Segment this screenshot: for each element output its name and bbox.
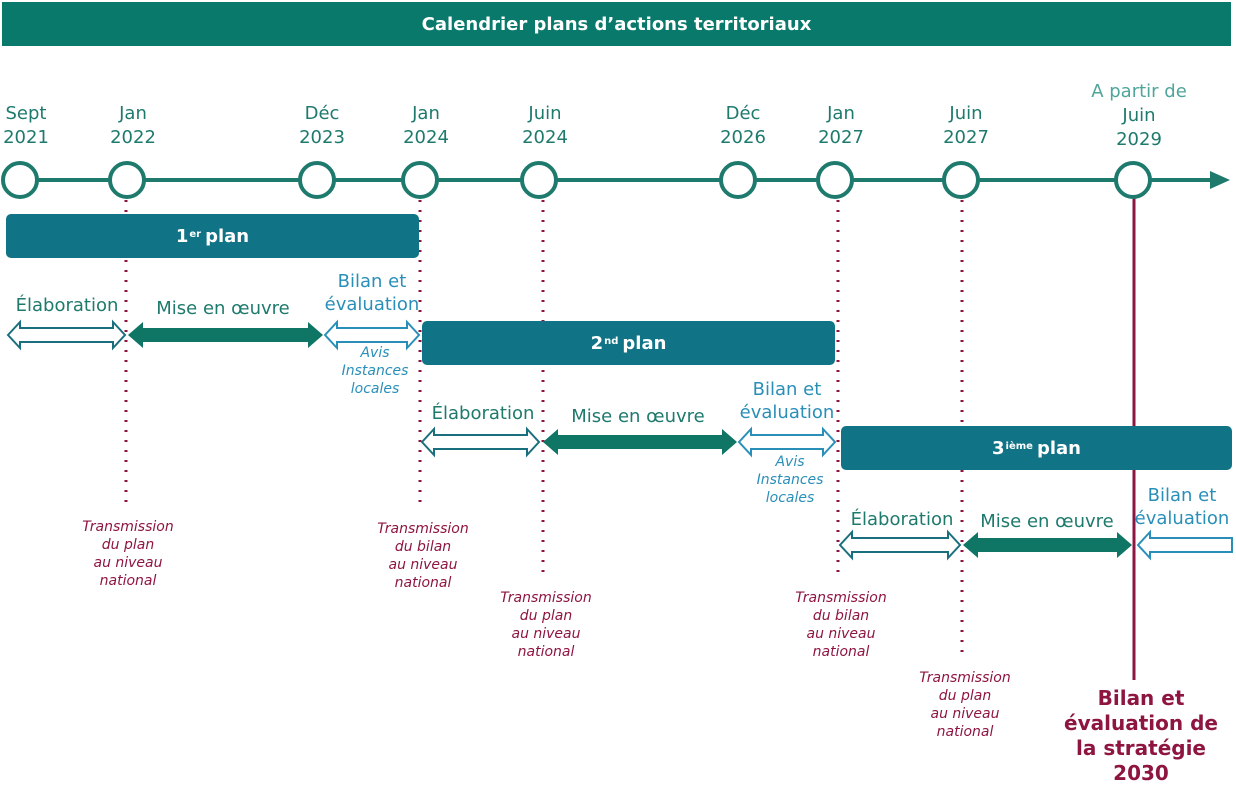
- date-jan-2027: Jan 2027: [818, 103, 864, 148]
- date-jan-2022: Jan 2022: [110, 103, 156, 148]
- label-elaboration-plan1: Élaboration: [15, 295, 119, 316]
- node-juin-2027: [942, 161, 980, 199]
- label-mise-en-oeuvre-plan3: Mise en œuvre: [980, 511, 1114, 532]
- date-dec-2023: Déc 2023: [299, 103, 345, 148]
- arrow-bilan-plan3: [1136, 529, 1233, 561]
- arrow-elaboration-plan3: [838, 529, 962, 561]
- transmission-plan3-note: Transmission du plan au niveau national: [919, 670, 1011, 740]
- node-jan-2022: [108, 161, 146, 199]
- transmission-plan2-note: Transmission du plan au niveau national: [500, 590, 592, 660]
- arrow-mise-en-oeuvre-plan1: [128, 322, 323, 348]
- label-elaboration-plan3: Élaboration: [850, 509, 954, 530]
- label-elaboration-plan2: Élaboration: [431, 403, 535, 424]
- final-strategy-evaluation: Bilan et évaluation de la stratégie 2030: [1064, 686, 1218, 785]
- arrow-elaboration-plan2: [420, 426, 541, 458]
- date-jan-2024: Jan 2024: [403, 103, 449, 148]
- arrow-mise-en-oeuvre-plan3: [963, 532, 1132, 558]
- avis-instances-plan2: Avis Instances locales: [756, 454, 824, 506]
- timeline-arrowhead: [1210, 171, 1230, 189]
- label-bilan-plan3: Bilan et évaluation: [1134, 485, 1230, 529]
- label-bilan-plan1: Bilan et évaluation: [324, 271, 420, 315]
- node-jan-2027: [816, 161, 854, 199]
- date-dec-2026: Déc 2026: [720, 103, 766, 148]
- avis-instances-plan1: Avis Instances locales: [341, 345, 409, 397]
- node-juin-2029: [1114, 161, 1152, 199]
- date-juin-2027: Juin 2027: [943, 103, 989, 148]
- transmission-bilan1-note: Transmission du bilan au niveau national: [377, 521, 469, 591]
- node-dec-2026: [719, 161, 757, 199]
- node-sept-2021: [1, 161, 39, 199]
- label-mise-en-oeuvre-plan2: Mise en œuvre: [571, 406, 705, 427]
- node-jan-2024: [401, 161, 439, 199]
- transmission-bilan2-note: Transmission du bilan au niveau national: [795, 590, 887, 660]
- date-sept-2021: Sept 2021: [3, 103, 49, 148]
- transmission-plan1-note: Transmission du plan au niveau national: [82, 519, 174, 589]
- arrow-bilan-plan1: [323, 319, 421, 351]
- node-juin-2024: [520, 161, 558, 199]
- timeline-nodes: [1, 161, 1152, 199]
- arrow-bilan-plan2: [737, 426, 837, 458]
- label-bilan-plan2: Bilan et évaluation: [739, 379, 835, 423]
- label-mise-en-oeuvre-plan1: Mise en œuvre: [156, 298, 290, 319]
- diagram-title: Calendrier plans d’actions territoriaux: [2, 2, 1231, 46]
- arrow-mise-en-oeuvre-plan2: [543, 429, 737, 455]
- date-juin-2024: Juin 2024: [522, 103, 568, 148]
- date-juin-2029: A partir de Juin 2029: [1091, 81, 1187, 150]
- arrow-elaboration-plan1: [6, 319, 127, 351]
- node-dec-2023: [298, 161, 336, 199]
